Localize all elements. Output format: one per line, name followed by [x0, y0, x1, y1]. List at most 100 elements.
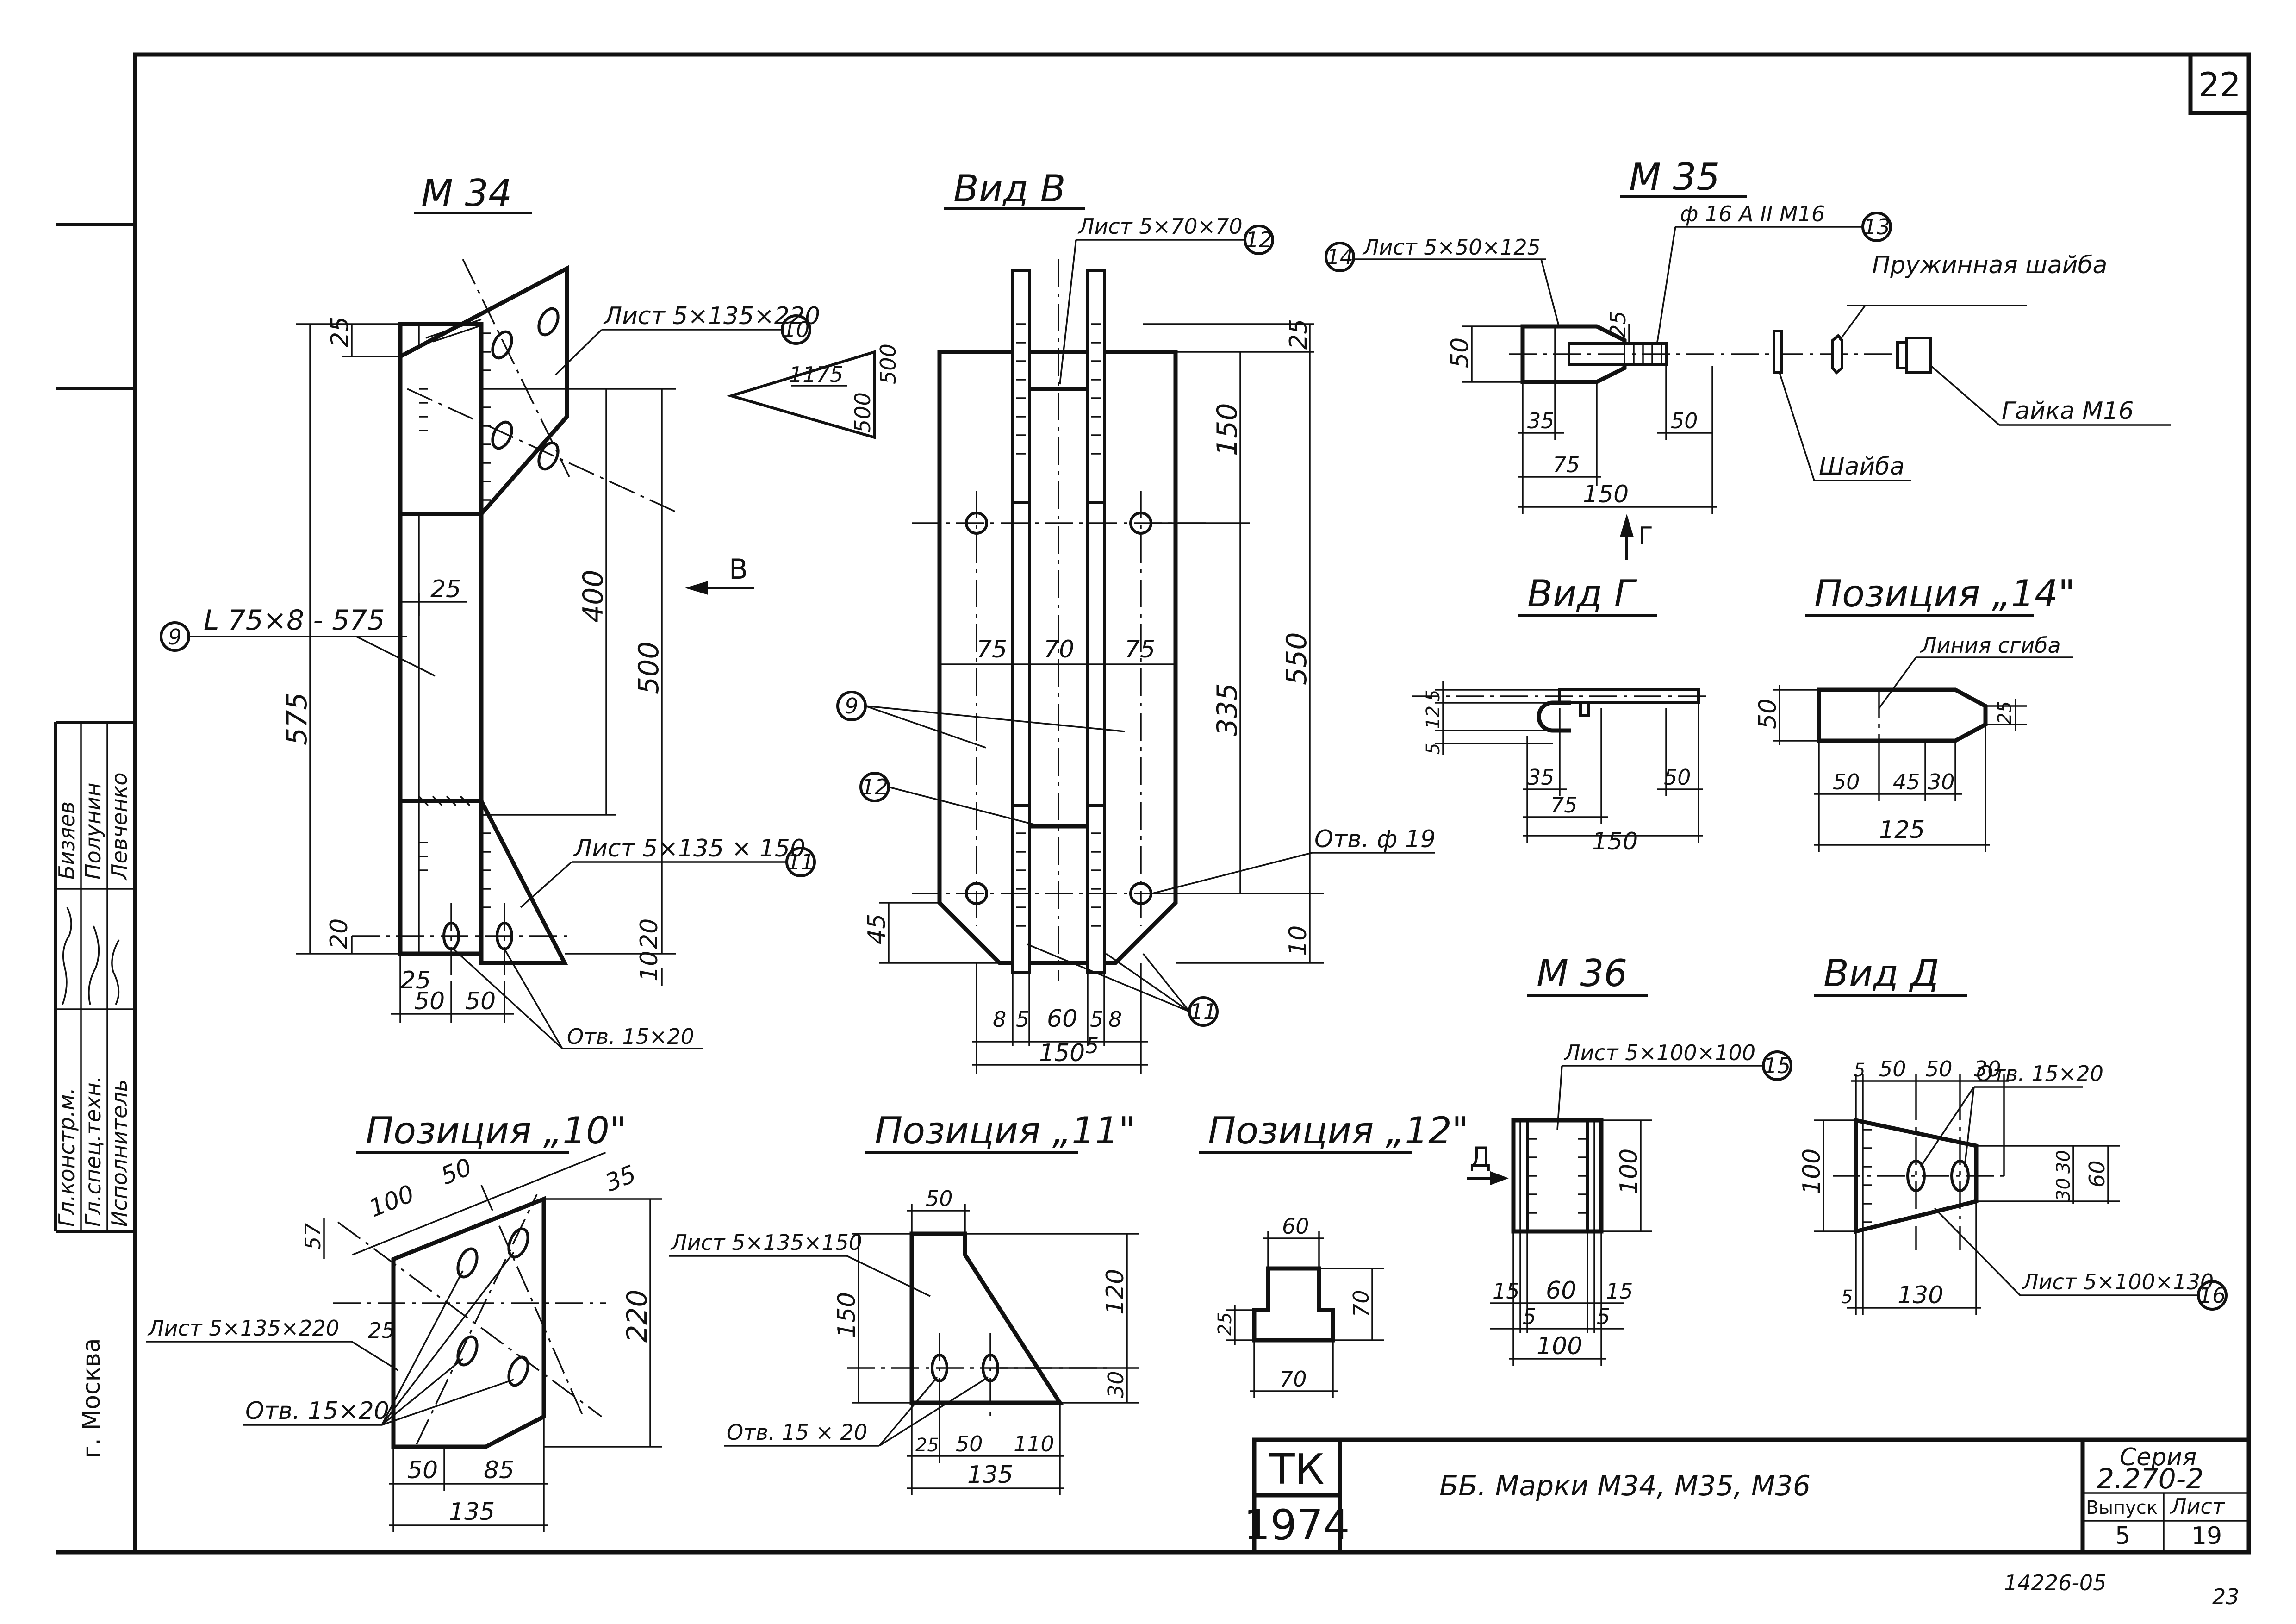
m34-dim-20-right: 20 [635, 918, 663, 949]
vid-b-dim-70: 70 [1044, 636, 1074, 663]
vid-d-dim-30-top: 30 [2053, 1150, 2074, 1174]
vid-b-dim-75-right: 75 [1125, 636, 1155, 663]
m35-view-arrow: Г [1638, 522, 1653, 550]
m35-rod-label: ф 16 А II М16 [1680, 201, 1825, 226]
page-bottom-number: 23 [2212, 1584, 2240, 1609]
title-block: ТК 1974 ББ. Марки М34, М35, М36 Серия 2.… [1244, 1437, 2251, 1555]
vid-b-plate-pos: 12 [1245, 227, 1273, 252]
vid-b-dim-45: 45 [863, 914, 891, 944]
m35-spring-washer: Пружинная шайба [1872, 251, 2107, 279]
pos11-drawing: Позиция „11" 50 150 120 30 25 50 110 135… [669, 1109, 1139, 1495]
pos14-dim-30: 30 [1928, 769, 1955, 794]
vid-b-dim-8-right: 8 [1108, 1007, 1122, 1032]
m34-dim-500: 500 [633, 641, 665, 694]
stamp-name-1: Бизяев [54, 801, 79, 880]
vid-b-dim-10: 10 [1284, 925, 1312, 956]
signature-1 [62, 907, 72, 1005]
vid-b-dim-150-bottom: 150 [1039, 1039, 1085, 1067]
m34-weld-leg2a: 500 [876, 344, 901, 384]
sheet-number: 22 [2198, 65, 2241, 104]
m36-view-arrow: Д [1469, 1141, 1491, 1174]
m34-plate-top-pos: 10 [783, 317, 810, 342]
m34-dim-20-left: 20 [325, 918, 353, 949]
pos10-dim-220: 220 [621, 1289, 653, 1343]
vid-d-dim-5: 5 [1854, 1060, 1865, 1081]
pos10-dim-50b: 50 [407, 1456, 438, 1484]
m36-dim-5-right: 5 [1597, 1304, 1610, 1329]
m36-dim-60: 60 [1546, 1277, 1576, 1305]
pos11-dim-50b: 50 [956, 1431, 983, 1456]
vid-d-dim-30: 30 [1974, 1056, 2001, 1081]
vid-g-dim-150: 150 [1592, 828, 1638, 856]
sheet-label: Лист [2170, 1494, 2225, 1519]
vid-b-plate-label: Лист 5×70×70 [1077, 214, 1243, 239]
m35-dim-50-right: 50 [1671, 408, 1698, 433]
m36-dim-15-left: 15 [1493, 1279, 1520, 1304]
org-bottom: 1974 [1244, 1501, 1350, 1549]
pos11-dim-120: 120 [1101, 1269, 1129, 1315]
m36-dim-100: 100 [1615, 1149, 1643, 1194]
m36-plate-label: Лист 5×100×100 [1563, 1040, 1755, 1065]
series-value: 2.270-2 [2097, 1463, 2204, 1495]
vid-b-dim-8-left: 8 [993, 1007, 1006, 1032]
m35-dim-25: 25 [1605, 311, 1630, 338]
pos14-title: Позиция „14" [1814, 572, 2075, 615]
pos10-holes-label: Отв. 15×20 [245, 1397, 389, 1425]
vid-g-drawing: Вид Г 5 12 5 35 75 50 150 [1412, 572, 1712, 856]
m34-dim-50-b: 50 [465, 987, 496, 1015]
m34-drawing: М 34 [160, 172, 901, 1049]
sheet-frame: 22 [56, 52, 2251, 1555]
vid-b-dim-5-right: 5 [1090, 1007, 1103, 1032]
pos14-dim-45: 45 [1893, 769, 1920, 794]
pos12-dim-25: 25 [1214, 1312, 1236, 1336]
stamp-role-1: Гл.констр.м. [54, 1087, 79, 1227]
stamp-name-2: Полунин [81, 783, 106, 880]
vid-d-drawing: Вид Д Отв. 15×20 5 50 50 30 100 [1798, 952, 2228, 1315]
pos12-title: Позиция „12" [1208, 1109, 1469, 1152]
m36-title: М 36 [1537, 952, 1627, 995]
vid-g-title: Вид Г [1527, 572, 1637, 615]
m34-holes-label: Отв. 15×20 [567, 1024, 694, 1049]
pos14-dim-125: 125 [1879, 816, 1925, 844]
stamp-role-3: Исполнитель [107, 1079, 132, 1227]
vid-d-dim-60: 60 [2084, 1160, 2109, 1187]
m34-dim-25-bottom: 25 [400, 967, 431, 994]
vid-b-title: Вид В [953, 167, 1066, 210]
vid-d-plate-pos: 16 [2199, 1283, 2226, 1308]
vid-b-dim-550: 550 [1281, 632, 1313, 685]
vid-d-dim-130: 130 [1898, 1281, 1943, 1309]
pos11-title: Позиция „11" [875, 1109, 1136, 1152]
pos10-dim-35: 35 [601, 1160, 640, 1197]
m35-dim-35: 35 [1527, 408, 1555, 433]
pos11-dim-135: 135 [967, 1461, 1013, 1489]
m35-dim-150: 150 [1583, 481, 1629, 508]
vid-d-dim-30-bottom: 30 [2053, 1178, 2074, 1201]
drawing-title: ББ. Марки М34, М35, М36 [1439, 1470, 1811, 1502]
sheet-value: 19 [2191, 1522, 2222, 1550]
vid-b-drawing: Вид В [836, 167, 1436, 1074]
stamp-name-3: Левченко [107, 773, 132, 881]
pos14-bend-label: Линия сгиба [1920, 633, 2061, 658]
m34-dim-25-top: 25 [326, 317, 354, 347]
vid-d-holes-label: Отв. 15×20 [1976, 1061, 2103, 1086]
vid-b-holes-label: Отв. ф 19 [1314, 825, 1436, 853]
vid-b-dim-5-left: 5 [1016, 1007, 1029, 1032]
vid-g-dim-50: 50 [1664, 765, 1691, 790]
vid-b-pos11: 11 [1190, 999, 1217, 1024]
m35-drawing: М 35 14 Лист 5×50×125 ф 16 А II М16 13 П… [1325, 156, 2171, 560]
signature-2 [88, 925, 100, 1005]
m34-view-arrow: В [729, 553, 748, 586]
m36-dim-100-bottom: 100 [1537, 1332, 1582, 1360]
pos10-dim-100: 100 [365, 1180, 418, 1223]
m35-nut: Гайка М16 [2002, 397, 2134, 425]
m34-weld-leg1: 1175 [789, 362, 843, 387]
pos14-dim-50b: 50 [1833, 769, 1860, 794]
m34-dim-10: 10 [635, 951, 663, 981]
m35-plate-pos: 14 [1326, 244, 1354, 269]
vid-b-dim-335: 335 [1211, 683, 1244, 736]
issue-label: Выпуск [2086, 1497, 2158, 1518]
m36-drawing: М 36 Лист 5×100×100 15 Д 100 [1467, 952, 1792, 1366]
stamp-city: г. Москва [78, 1338, 106, 1458]
vid-d-title: Вид Д [1823, 952, 1939, 995]
pos11-dim-50: 50 [926, 1186, 953, 1211]
